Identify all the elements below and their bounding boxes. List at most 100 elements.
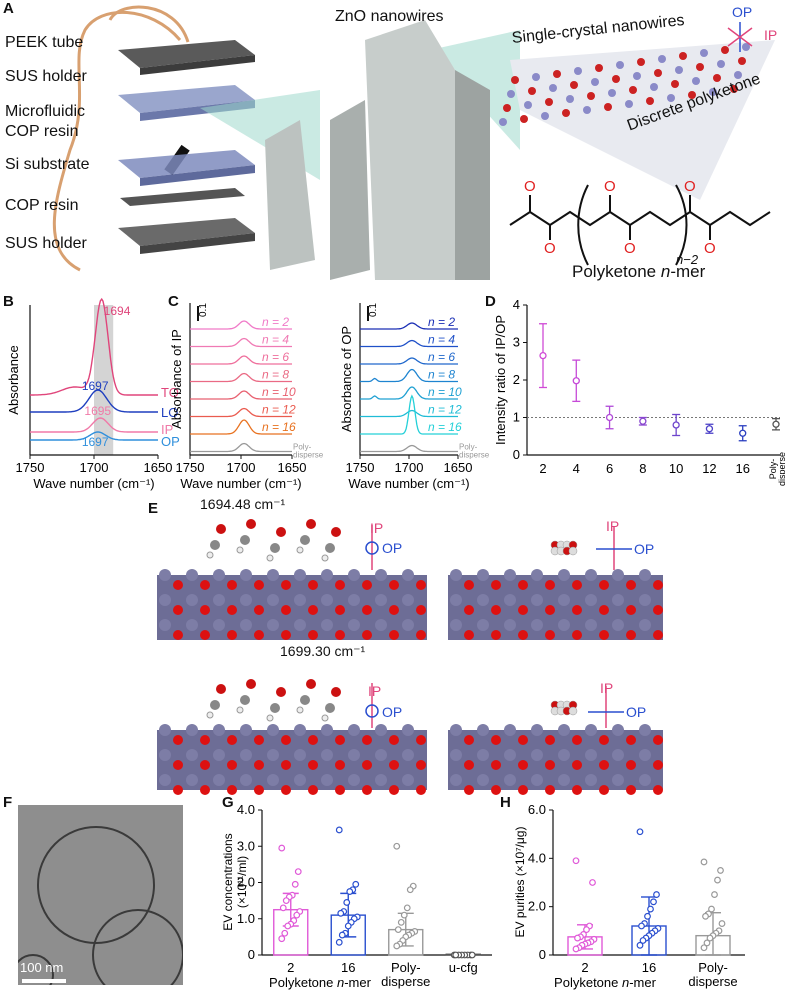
lattice-atom <box>507 90 515 98</box>
lattice-atom <box>650 83 658 91</box>
h-ylabel: EV purities (×10⁷/μg) <box>513 827 527 938</box>
d-xtick-label: Poly-disperse <box>768 452 785 486</box>
zn-atom <box>159 569 171 581</box>
o-atom <box>308 630 318 640</box>
lattice-atom <box>713 74 721 82</box>
lattice-atom <box>700 49 708 57</box>
o-atom <box>518 760 528 770</box>
c-OP-legend-7: Poly-disperse <box>459 443 490 460</box>
h-point <box>639 937 647 944</box>
d-ytick-label: 3 <box>513 335 520 350</box>
zn-atom <box>213 774 225 786</box>
c-OP-legend-3: n = 8 <box>428 368 455 382</box>
o-atom <box>200 735 210 745</box>
o-atom <box>653 580 663 590</box>
g-point <box>337 909 345 917</box>
nanowire-main <box>365 20 455 280</box>
o-atom <box>173 580 183 590</box>
nanowires-title: ZnO nanowires <box>335 8 444 25</box>
o-atom <box>653 735 663 745</box>
g-point <box>284 922 292 930</box>
zn-atom <box>213 749 225 761</box>
zn-atom <box>240 619 252 631</box>
lattice-atom <box>499 118 507 126</box>
o-atom <box>599 760 609 770</box>
g-xtick-label: Poly-disperse <box>381 960 430 989</box>
c-OP-legend-4: n = 10 <box>428 385 462 399</box>
h-point <box>653 891 660 898</box>
o-atom <box>276 527 286 537</box>
zn-atom <box>348 619 360 631</box>
o-atom <box>308 735 318 745</box>
zn-atom <box>639 619 651 631</box>
o-atom <box>545 605 555 615</box>
panel-label-f: F <box>3 794 13 811</box>
zn-atom <box>639 724 651 736</box>
zn-atom <box>402 724 414 736</box>
polyketone-text: Polyketone <box>572 262 661 281</box>
zn-atom <box>639 569 651 581</box>
lattice-atom <box>696 63 704 71</box>
g-ytick-label: 2.0 <box>237 875 255 890</box>
e-ip-2: IP <box>606 518 620 534</box>
lattice-atom <box>570 81 578 89</box>
c-xtick-label: 1700 <box>395 460 424 475</box>
lattice-atoms <box>499 43 750 126</box>
h-point <box>589 879 596 886</box>
zn-atom <box>450 724 462 736</box>
zn-atom <box>558 569 570 581</box>
lattice-atom <box>734 71 742 79</box>
cryo-em-image <box>18 805 183 985</box>
o-atom <box>599 630 609 640</box>
o-atom <box>491 580 501 590</box>
panel-label-h: H <box>500 794 511 811</box>
o-atom <box>389 735 399 745</box>
panel-label-g: G <box>222 794 234 811</box>
o-atom <box>518 785 528 795</box>
o-atom <box>227 605 237 615</box>
zn-atom <box>639 749 651 761</box>
label-cop-resin-top: COP resin <box>5 123 79 140</box>
c-IP-series-2 <box>190 355 292 365</box>
microfluidic-cop-graphic <box>118 85 255 113</box>
o-atom <box>246 519 256 529</box>
zn-atom <box>321 594 333 606</box>
h-point <box>718 920 726 927</box>
o-atom <box>173 760 183 770</box>
zn-atom <box>504 774 516 786</box>
e-ip-1: IP <box>370 520 384 536</box>
o-atom <box>626 735 636 745</box>
carbonyl-o-4: O <box>624 240 636 257</box>
g-point <box>279 904 287 912</box>
o-atom <box>626 580 636 590</box>
lattice-atom <box>637 58 645 66</box>
b-series-op <box>30 431 158 441</box>
h-atom <box>321 714 329 722</box>
b-xlabel: Wave number (cm⁻¹) <box>33 476 154 491</box>
zn-atom <box>585 749 597 761</box>
scale-bar-label: 100 nm <box>20 960 64 975</box>
g-point <box>291 880 299 888</box>
zn-atom <box>267 569 279 581</box>
zn-atom <box>186 569 198 581</box>
o-atom <box>416 785 426 795</box>
g-point <box>468 951 476 959</box>
b-ylabel: Absorbance <box>6 345 21 414</box>
h-point <box>638 922 645 930</box>
o-atom <box>227 735 237 745</box>
c-xtick-label: 1750 <box>176 460 205 475</box>
freq-label-2: 1699.30 cm⁻¹ <box>280 643 366 659</box>
zn-atom <box>531 569 543 581</box>
h-xtick-label: 2 <box>581 960 588 975</box>
c-atom <box>300 535 310 545</box>
d-xtick-label: 12 <box>702 461 716 476</box>
h-atom <box>296 706 304 714</box>
sus-holder-bottom-graphic <box>118 218 255 246</box>
c-xtick-label: 1650 <box>444 460 473 475</box>
zn-atom <box>402 749 414 761</box>
o-atom <box>572 580 582 590</box>
carbonyl-o-2: O <box>544 240 556 257</box>
o-atom <box>281 735 291 745</box>
zn-atom <box>504 594 516 606</box>
lattice-atom <box>671 80 679 88</box>
